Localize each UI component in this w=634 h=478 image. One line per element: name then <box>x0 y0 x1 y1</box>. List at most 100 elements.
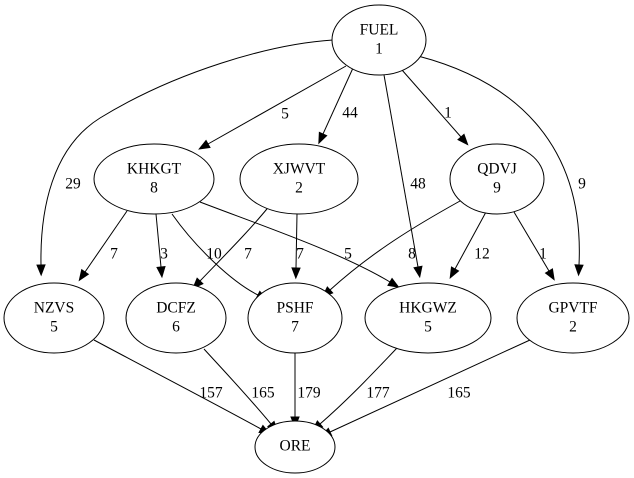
edge-label: 1 <box>539 246 547 263</box>
node-ellipse <box>364 282 492 354</box>
edge-label: 157 <box>199 385 223 402</box>
edge-line <box>171 213 259 296</box>
node-value: 7 <box>291 319 299 336</box>
edge-label: 177 <box>366 385 390 402</box>
edge-label: 165 <box>251 385 275 402</box>
edge-line <box>417 55 580 266</box>
edge-line <box>84 210 128 273</box>
edge-label: 7 <box>110 246 118 263</box>
edge-label: 10 <box>206 246 222 263</box>
edge-khkgt-nzvs: 7 <box>78 210 128 282</box>
edge-label: 12 <box>474 246 490 263</box>
arrowhead <box>387 277 400 288</box>
arrowhead <box>574 264 584 277</box>
edge-fuel-nzvs: 29 <box>36 39 334 277</box>
edge-khkgt-dcfz: 3 <box>155 213 168 279</box>
edge-line <box>329 200 461 291</box>
node-qdvj: QDVJ 9 <box>449 143 545 215</box>
edge-label: 48 <box>410 176 426 193</box>
node-ellipse <box>93 143 215 215</box>
edge-line <box>207 65 347 145</box>
edge-line <box>40 39 334 266</box>
node-value: 2 <box>295 180 303 197</box>
edge-fuel-xjwvt: 44 <box>318 67 358 145</box>
node-name: FUEL <box>360 22 399 39</box>
arrowhead <box>156 266 166 279</box>
edge-label: 5 <box>281 106 289 123</box>
edge-nzvs-ore: 157 <box>93 339 271 435</box>
edge-label: 1 <box>444 105 452 122</box>
node-name: ORE <box>280 438 311 455</box>
node-name: HKGWZ <box>399 300 457 317</box>
edge-qdvj-hkgwz: 12 <box>449 211 490 279</box>
node-ellipse <box>449 143 545 215</box>
nodes-layer: FUEL1KHKGT8XJWVT2QDVJ9NZVS5DCFZ6PSHF7HKG… <box>3 4 630 474</box>
edge-line <box>401 69 462 138</box>
edge-label: 8 <box>408 246 416 263</box>
edge-line <box>295 213 298 269</box>
edge-label: 3 <box>160 246 168 263</box>
edge-label: 9 <box>578 176 586 193</box>
edge-label: 179 <box>297 385 321 402</box>
edge-line <box>513 211 550 272</box>
node-value: 9 <box>493 180 501 197</box>
node-ellipse <box>3 282 105 354</box>
node-name: QDVJ <box>477 161 517 178</box>
arrowhead <box>198 139 211 150</box>
edge-label: 7 <box>244 246 252 263</box>
node-name: NZVS <box>34 300 74 317</box>
edge-gpvtf-ore: 165 <box>319 339 531 437</box>
edge-qdvj-gpvtf: 1 <box>513 211 555 281</box>
edge-line <box>199 203 272 282</box>
node-khkgt: KHKGT 8 <box>93 143 215 215</box>
node-value: 6 <box>172 319 180 336</box>
edge-fuel-qdvj: 1 <box>401 69 469 146</box>
node-value: 8 <box>150 180 158 197</box>
node-name: DCFZ <box>156 300 196 317</box>
edge-pshf-ore: 179 <box>290 353 321 429</box>
edge-line <box>93 339 262 430</box>
node-hkgwz: HKGWZ 5 <box>364 282 492 354</box>
node-ellipse <box>247 282 343 354</box>
edge-fuel-hkgwz: 48 <box>383 74 426 279</box>
node-value: 5 <box>50 319 58 336</box>
node-name: KHKGT <box>127 161 182 178</box>
node-ore: ORE <box>254 420 336 474</box>
node-dcfz: DCFZ 6 <box>125 282 227 354</box>
edge-line <box>319 347 398 425</box>
node-name: XJWVT <box>273 161 326 178</box>
edge-line <box>199 201 391 283</box>
arrowhead <box>449 266 460 279</box>
edge-fuel-gpvtf: 9 <box>417 55 586 277</box>
edge-line <box>329 339 531 433</box>
edge-line <box>383 74 419 268</box>
edge-khkgt-hkgwz: 5 <box>199 201 400 288</box>
node-xjwvt: XJWVT 2 <box>239 143 359 215</box>
node-ellipse <box>516 282 630 354</box>
arrowhead <box>318 131 328 145</box>
node-ellipse <box>331 4 427 76</box>
arrowhead <box>413 265 423 279</box>
node-ellipse <box>239 143 359 215</box>
edge-hkgwz-ore: 177 <box>311 347 398 432</box>
node-value: 5 <box>424 319 432 336</box>
edge-xjwvt-pshf: 7 <box>291 213 304 280</box>
edge-label: 165 <box>447 385 471 402</box>
edge-xjwvt-dcfz: 7 <box>192 203 272 290</box>
arrowhead <box>291 267 301 280</box>
arrowhead <box>544 268 555 281</box>
node-ellipse <box>125 282 227 354</box>
edge-label: 44 <box>342 105 358 122</box>
edge-label: 7 <box>296 246 304 263</box>
edge-line <box>322 67 354 135</box>
edge-line <box>454 211 487 270</box>
arrowhead <box>78 268 90 282</box>
node-name: GPVTF <box>548 300 597 317</box>
edge-label: 5 <box>344 246 352 263</box>
node-value: 1 <box>375 41 383 58</box>
edge-line <box>203 348 272 425</box>
edge-fuel-khkgt: 5 <box>198 65 347 150</box>
